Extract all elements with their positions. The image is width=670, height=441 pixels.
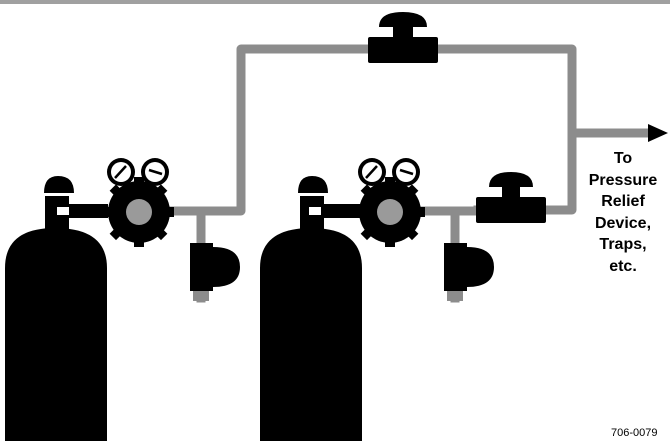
left-drop-valve-handle bbox=[213, 247, 240, 287]
destination-label-line: Device, bbox=[594, 214, 652, 232]
destination-label-line: Traps, bbox=[599, 236, 647, 253]
cylinder-left-connector bbox=[60, 204, 108, 218]
regulator-right-hub bbox=[377, 199, 403, 225]
left-drop-valve-body bbox=[190, 243, 213, 291]
cylinder-right-body bbox=[260, 228, 362, 441]
destination-label: To Pressure Relief Device, Traps, etc. bbox=[573, 148, 670, 277]
right-drop-valve-port bbox=[447, 291, 463, 301]
left-drop-valve-port bbox=[193, 291, 209, 301]
top-rule bbox=[0, 0, 670, 4]
right-arrow-icon bbox=[648, 124, 668, 142]
right-drop-valve-handle bbox=[467, 247, 494, 287]
cylinder-right bbox=[260, 176, 364, 441]
top-valve-handle bbox=[379, 12, 427, 27]
cylinder-right-valve-cap bbox=[298, 176, 328, 193]
cylinder-right-connector-nut bbox=[307, 205, 323, 217]
right-inline-valve-body bbox=[476, 197, 546, 223]
top-valve-body bbox=[368, 37, 438, 63]
pressure-gauge-icon bbox=[107, 158, 135, 186]
regulator-right bbox=[355, 158, 425, 247]
cylinder-left-valve-cap bbox=[44, 176, 74, 193]
destination-label-line: Pressure bbox=[588, 171, 658, 189]
regulator-right-gauge-stem bbox=[383, 186, 397, 196]
cylinder-right-connector bbox=[314, 204, 364, 218]
destination-label-line: To bbox=[613, 150, 633, 167]
top-valve-stem bbox=[393, 27, 413, 37]
regulator-left-hub bbox=[126, 199, 152, 225]
destination-label-line: Relief bbox=[601, 193, 645, 210]
right-drop-valve bbox=[444, 243, 494, 301]
cylinder-left-connector-nut bbox=[55, 205, 71, 217]
right-inline-valve bbox=[476, 172, 546, 223]
destination-label-line: etc. bbox=[609, 257, 637, 275]
right-inline-valve-stem bbox=[502, 187, 520, 197]
figure-id: 706-0079 bbox=[611, 427, 658, 439]
pressure-gauge-icon bbox=[392, 158, 420, 186]
regulator-right-knurl bbox=[355, 177, 425, 247]
cylinder-left-body bbox=[5, 228, 107, 441]
regulator-left bbox=[104, 158, 174, 247]
regulator-left-knurl bbox=[104, 177, 174, 247]
right-drop-valve-body bbox=[444, 243, 467, 291]
regulator-left-gauge-stem bbox=[132, 186, 146, 196]
pressure-gauge-icon bbox=[141, 158, 169, 186]
cylinder-left bbox=[5, 176, 108, 441]
top-valve bbox=[368, 12, 438, 63]
left-drop-valve bbox=[190, 243, 240, 301]
right-inline-valve-handle bbox=[489, 172, 533, 187]
pressure-gauge-icon bbox=[358, 158, 386, 186]
